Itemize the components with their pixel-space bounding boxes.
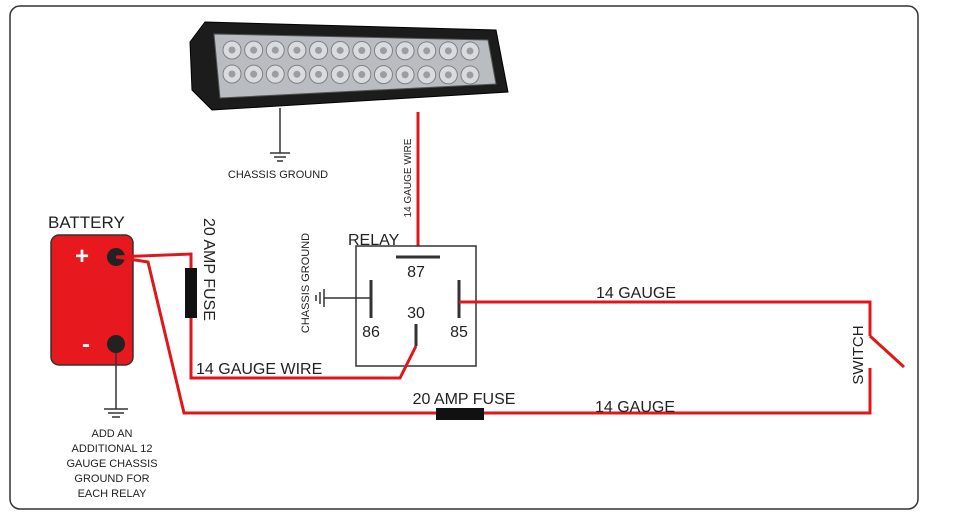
battery-minus-sign: -: [82, 331, 90, 358]
led-core: [466, 47, 474, 55]
note-line-5: EACH RELAY: [78, 488, 148, 500]
led-core: [315, 70, 323, 78]
battery-plus-sign: +: [75, 243, 89, 270]
ground-note: ADD AN ADDITIONAL 12 GAUGE CHASSIS GROUN…: [66, 428, 157, 500]
led-core: [379, 71, 387, 79]
led-core: [293, 70, 301, 78]
battery-ground: [104, 353, 128, 418]
led-core: [423, 71, 431, 79]
wire-85-to-switch: [459, 300, 872, 336]
led-core: [444, 71, 452, 79]
fuse-battery-to-switch-label: 20 AMP FUSE: [413, 391, 516, 408]
fuse-battery-to-switch: [436, 408, 484, 420]
led-core: [336, 70, 344, 78]
pin-86-label: 86: [362, 324, 380, 341]
led-array: [222, 40, 480, 85]
chassis-ground-relay-label: CHASSIS GROUND: [300, 233, 312, 333]
led-core: [293, 46, 301, 54]
led-core: [401, 71, 409, 79]
note-line-3: GAUGE CHASSIS: [66, 458, 157, 470]
led-core: [466, 71, 474, 79]
battery: BATTERY + -: [48, 213, 134, 366]
wire-battery-to-30: [115, 252, 418, 380]
gauge-85-to-switch-label: 14 GAUGE: [596, 285, 676, 302]
relay-ground: [315, 289, 371, 307]
led-core: [228, 46, 236, 54]
led-core: [423, 47, 431, 55]
chassis-ground-light-label: CHASSIS GROUND: [228, 169, 328, 181]
led-core: [250, 70, 258, 78]
switch: SWITCH: [850, 325, 906, 385]
battery-label: BATTERY: [48, 213, 125, 232]
note-line-1: ADD AN: [92, 428, 133, 440]
fuse-battery-to-30: [185, 268, 197, 318]
switch-label: SWITCH: [850, 325, 867, 384]
gauge-wire-30-label: 14 GAUGE WIRE: [196, 361, 322, 378]
light-bar-ground: [270, 108, 290, 162]
led-core: [336, 46, 344, 54]
switch-lever: [868, 334, 906, 369]
wire-battery-to-switch: [115, 255, 872, 415]
pin-85-label: 85: [450, 324, 468, 341]
led-core: [228, 70, 236, 78]
led-core: [315, 46, 323, 54]
battery-body: [50, 234, 134, 366]
led-core: [271, 46, 279, 54]
gauge-battery-to-switch-label: 14 GAUGE: [595, 399, 675, 416]
fuse-battery-to-30-label: 20 AMP FUSE: [200, 218, 217, 321]
led-core: [358, 47, 366, 55]
led-core: [401, 47, 409, 55]
relay-label: RELAY: [348, 232, 400, 249]
gauge-wire-87-label: 14 GAUGE WIRE: [403, 138, 414, 217]
led-core: [271, 70, 279, 78]
note-line-2: ADDITIONAL 12: [72, 443, 153, 455]
battery-negative-terminal: [107, 335, 125, 353]
led-light-bar: [189, 21, 509, 111]
led-core: [358, 71, 366, 79]
pin-30-label: 30: [407, 305, 425, 322]
led-core: [250, 46, 258, 54]
led-core: [444, 47, 452, 55]
pin-87-label: 87: [407, 264, 425, 281]
note-line-4: GROUND FOR: [74, 473, 149, 485]
relay: RELAY 87 86 85 30: [348, 232, 477, 367]
led-core: [379, 47, 387, 55]
